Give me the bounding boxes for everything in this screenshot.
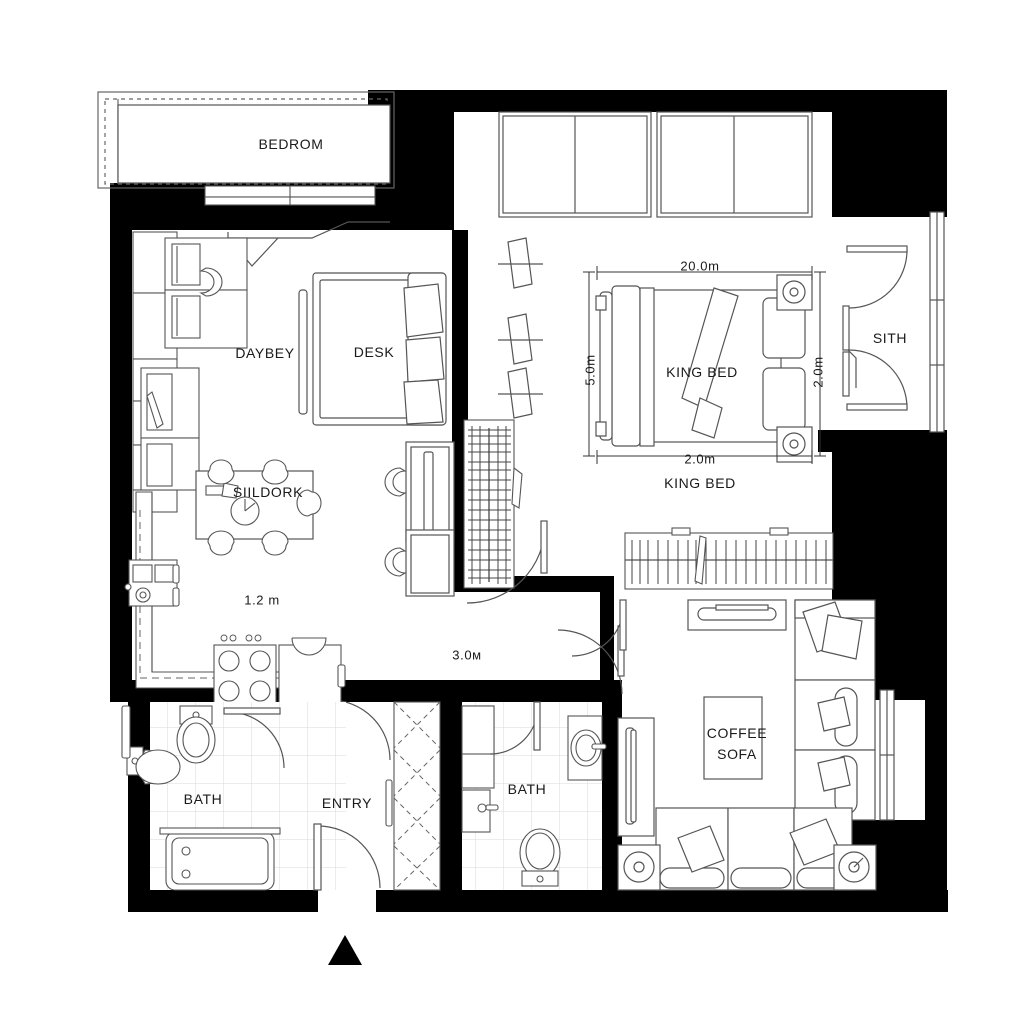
side-table-left bbox=[617, 844, 661, 891]
desk-unit-left-upper bbox=[164, 237, 248, 349]
sliding-window-top-right bbox=[656, 111, 813, 218]
dimension-lines bbox=[583, 266, 826, 464]
daybed-furniture bbox=[298, 272, 447, 426]
kitchen-appliance-right bbox=[278, 637, 346, 708]
king-bed bbox=[595, 285, 806, 447]
side-table-right bbox=[833, 844, 877, 891]
entry-door bbox=[313, 823, 381, 891]
wardrobe-horizontal bbox=[624, 527, 834, 590]
sink-double-basin bbox=[124, 559, 180, 607]
window-far-right bbox=[929, 211, 945, 433]
living-door bbox=[571, 599, 627, 657]
wardrobe-tall bbox=[463, 419, 523, 589]
desk-unit-left-lower bbox=[140, 367, 200, 491]
bath-mid-fixtures bbox=[461, 705, 607, 887]
desk-unit-middle bbox=[405, 441, 455, 597]
cooktop-4-burner bbox=[213, 634, 277, 708]
tv-console bbox=[687, 599, 787, 631]
sectional-sofa-right bbox=[794, 599, 876, 821]
coffee-table bbox=[703, 696, 763, 780]
balcony-floor bbox=[117, 104, 391, 184]
bath-left-door bbox=[223, 707, 285, 769]
bedroom-double-doors bbox=[498, 237, 543, 419]
sliding-window-top-left bbox=[498, 111, 652, 218]
bedroom-partition-window bbox=[204, 185, 376, 206]
sectional-sofa-bottom bbox=[655, 807, 853, 891]
chair-middle-lower bbox=[384, 547, 407, 577]
bath-mid-door bbox=[489, 701, 541, 755]
sith-doors bbox=[842, 245, 908, 411]
chair-left-upper bbox=[199, 267, 223, 297]
dining-table bbox=[195, 459, 322, 556]
nightstand-top bbox=[776, 274, 813, 311]
tv-wall-panel bbox=[617, 717, 655, 837]
entry-closet bbox=[385, 701, 441, 891]
window-right-wall bbox=[879, 689, 895, 821]
entrance-direction-marker bbox=[328, 935, 362, 965]
chair-middle-upper bbox=[384, 467, 407, 497]
bath-left-fixtures bbox=[121, 705, 281, 891]
nightstand-bottom bbox=[776, 426, 813, 463]
